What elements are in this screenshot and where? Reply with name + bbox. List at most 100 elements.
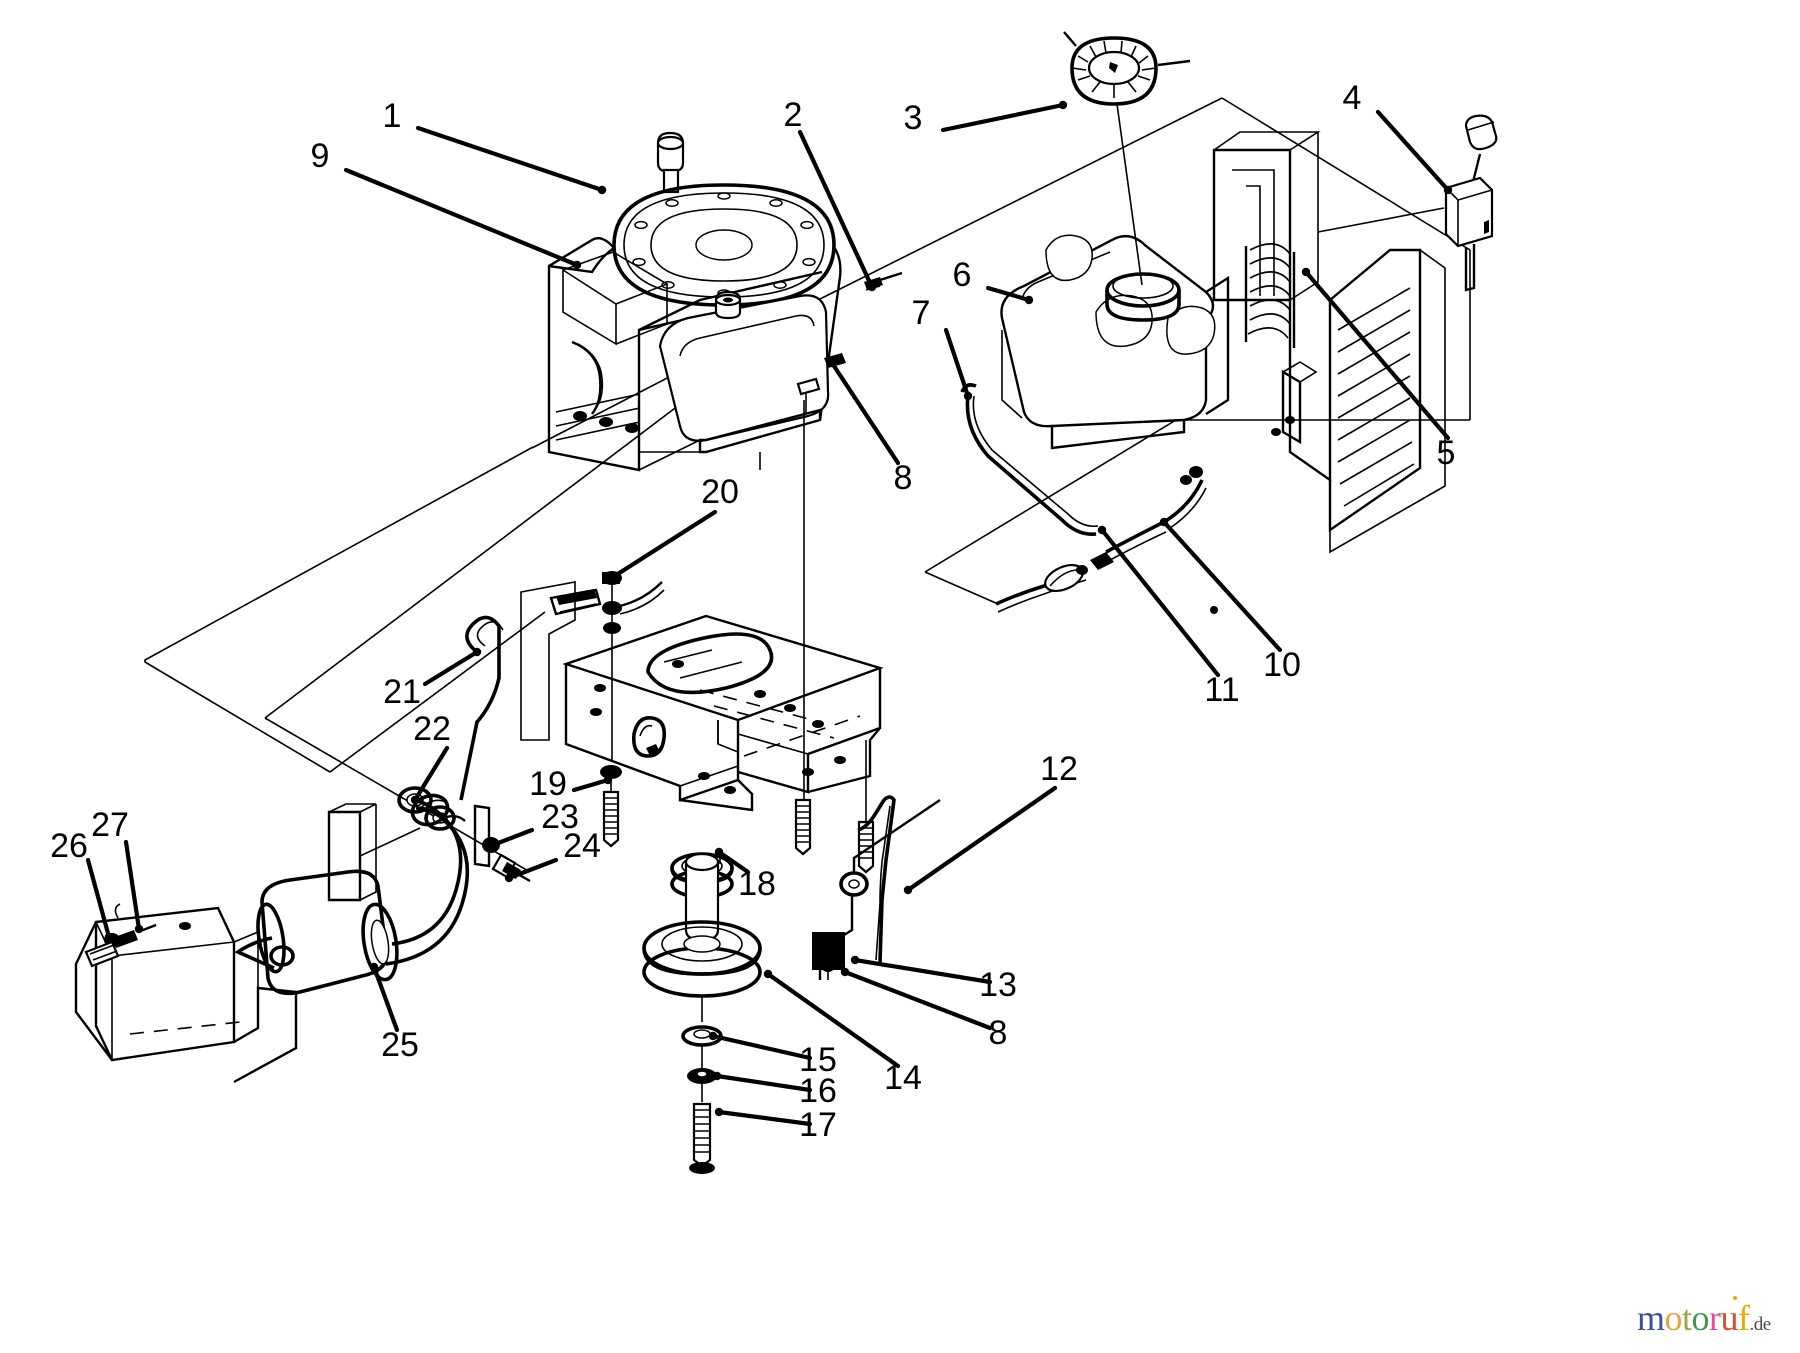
leader-line-11 bbox=[1099, 527, 1221, 678]
engine-mount-bracket bbox=[562, 614, 884, 812]
leader-dot-14 bbox=[763, 969, 773, 979]
leader-line-7 bbox=[943, 327, 971, 399]
callout-number-8: 8 bbox=[894, 459, 913, 497]
leader-dot-5 bbox=[1301, 267, 1311, 277]
leader-line-24 bbox=[506, 857, 559, 881]
leader-line-6 bbox=[985, 285, 1032, 303]
callout-number-2: 2 bbox=[784, 96, 803, 134]
fuel-filter bbox=[1044, 563, 1088, 593]
motoruf-watermark: motoruf.de bbox=[1637, 1296, 1772, 1338]
muffler-assembly bbox=[234, 803, 421, 996]
leader-line-14 bbox=[765, 971, 901, 1069]
watermark-letter-0: m bbox=[1637, 1298, 1665, 1338]
fastener-bolt-right bbox=[794, 798, 812, 856]
leader-dot-10 bbox=[1159, 517, 1169, 527]
leader-line-21 bbox=[422, 649, 480, 687]
callout-number-22: 22 bbox=[413, 710, 451, 748]
leader-dot-22 bbox=[410, 795, 420, 805]
callout-number-4: 4 bbox=[1343, 79, 1362, 117]
callout-number-10: 10 bbox=[1263, 646, 1301, 684]
callout-number-18: 18 bbox=[738, 865, 776, 903]
callout-number-20: 20 bbox=[701, 473, 739, 511]
callout-number-15: 15 bbox=[799, 1041, 837, 1079]
leader-dot-9 bbox=[572, 260, 582, 270]
leader-line-22 bbox=[412, 745, 450, 803]
control-rod-item-12 bbox=[857, 795, 896, 963]
leader-dot-24 bbox=[504, 873, 514, 883]
leader-dot-15 bbox=[708, 1031, 718, 1041]
leader-line-8b bbox=[842, 969, 993, 1031]
leader-line-17 bbox=[716, 1109, 813, 1127]
watermark-letter-2: t bbox=[1682, 1298, 1692, 1338]
watermark-letter-3: o bbox=[1691, 1298, 1710, 1338]
leader-dot-3 bbox=[1058, 100, 1068, 110]
leader-dot-6 bbox=[1024, 295, 1034, 305]
leader-dot-17 bbox=[714, 1107, 724, 1117]
rod-link-item-13 bbox=[812, 799, 941, 980]
drive-pulley bbox=[642, 852, 762, 1022]
leader-dot-8b bbox=[840, 967, 850, 977]
leader-dot-7 bbox=[963, 391, 973, 401]
leader-line-18 bbox=[716, 849, 751, 875]
watermark-suffix: .de bbox=[1749, 1314, 1772, 1335]
watermark-letter-5: u bbox=[1720, 1298, 1739, 1338]
leader-line-2 bbox=[797, 129, 875, 290]
leader-line-25 bbox=[371, 964, 400, 1033]
leader-dot-25 bbox=[369, 962, 379, 972]
callout-number-13: 13 bbox=[979, 966, 1017, 1004]
callout-leader-lines bbox=[85, 100, 1453, 1127]
leader-line-27 bbox=[123, 839, 142, 932]
assembly-drop-lines bbox=[611, 400, 867, 864]
leader-line-10 bbox=[1161, 519, 1283, 653]
callout-number-12: 12 bbox=[1040, 750, 1078, 788]
leader-dot-8 bbox=[827, 358, 837, 368]
callout-number-8b: 8 bbox=[989, 1014, 1008, 1052]
watermark-letter-4: r bbox=[1709, 1298, 1721, 1338]
watermark-dot bbox=[1732, 1296, 1737, 1300]
watermark-letter-1: o bbox=[1664, 1298, 1683, 1338]
leader-dot-19 bbox=[603, 775, 613, 785]
leader-dot-20 bbox=[608, 572, 618, 582]
watermark-letter-6: f bbox=[1738, 1298, 1750, 1338]
callout-number-25: 25 bbox=[381, 1026, 419, 1064]
leader-dot-12 bbox=[903, 885, 913, 895]
watermark-letters: motoruf bbox=[1637, 1298, 1750, 1338]
leader-dot-16 bbox=[712, 1071, 722, 1081]
leader-line-12 bbox=[905, 785, 1058, 893]
leader-dot-21 bbox=[472, 647, 482, 657]
fastener-stack-19-24 bbox=[600, 765, 622, 848]
leader-line-20 bbox=[610, 509, 718, 580]
callout-number-5: 5 bbox=[1437, 434, 1456, 472]
leader-dot-11 bbox=[1097, 525, 1107, 535]
spring-rod-item-21 bbox=[459, 615, 504, 868]
clip-bracket-item-22 bbox=[397, 581, 602, 831]
fastener-stack-15-17 bbox=[681, 1025, 723, 1174]
leader-line-13 bbox=[852, 957, 993, 985]
engine-assembly bbox=[547, 131, 842, 472]
leader-dot-23 bbox=[488, 840, 498, 850]
callout-number-17: 17 bbox=[799, 1106, 837, 1144]
leader-line-3 bbox=[940, 102, 1066, 133]
callout-number-6: 6 bbox=[953, 256, 972, 294]
callout-number-16: 16 bbox=[799, 1072, 837, 1110]
leader-line-19 bbox=[571, 777, 611, 793]
fuel-gauge-switch bbox=[1317, 114, 1498, 292]
leader-dot-18 bbox=[714, 847, 724, 857]
callout-number-21: 21 bbox=[383, 673, 421, 711]
leader-dot-1 bbox=[597, 185, 607, 195]
leader-line-4 bbox=[1375, 109, 1451, 193]
leader-line-5 bbox=[1303, 269, 1451, 441]
leader-dot-13 bbox=[850, 955, 860, 965]
leader-line-8 bbox=[829, 360, 901, 466]
callout-number-9: 9 bbox=[311, 137, 330, 175]
callout-number-26: 26 bbox=[50, 827, 88, 865]
leader-line-15 bbox=[710, 1033, 813, 1061]
callout-number-7: 7 bbox=[912, 294, 931, 332]
leader-dot-27 bbox=[134, 924, 144, 934]
callout-number-11: 11 bbox=[1204, 671, 1239, 709]
fuel-cap bbox=[1063, 31, 1191, 286]
leader-line-26 bbox=[85, 857, 112, 940]
callout-number-3: 3 bbox=[904, 99, 923, 137]
